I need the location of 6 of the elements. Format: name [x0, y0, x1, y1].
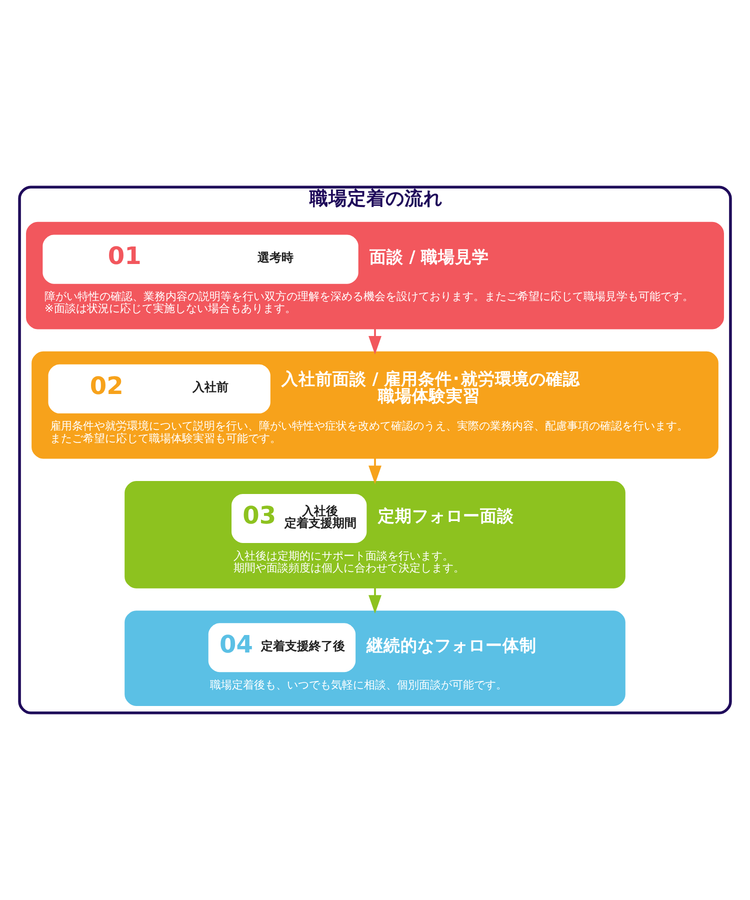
node-box: 01 選考時 面談 / 職場見学 障がい特性の確認、業務内容の説明等を行い双方の理解を深める機会を設けております。またご希望に応じて職場見学も可能です。 ※面談は状況に応じて実施しない場合もあります。	[26, 222, 724, 330]
arrow	[368, 458, 382, 484]
arrow	[368, 328, 382, 355]
node-box: 04 定着支援終了後 継続的なフォロー体制 職場定着後も、いつでも気軽に相談、個別面談が可能です。	[124, 610, 626, 706]
arrow	[368, 588, 382, 614]
node-box: 02 入社前 入社前面談 / 雇用条件･就労環境の確認 職場体験実習 雇用条件や就労環境について説明を行い、障がい特性や症状を改めて確認のうえ、実際の業務内容、配慮事項の確認を行います。 またご希望に応じて職場体験実習も可能です。	[32, 351, 718, 459]
